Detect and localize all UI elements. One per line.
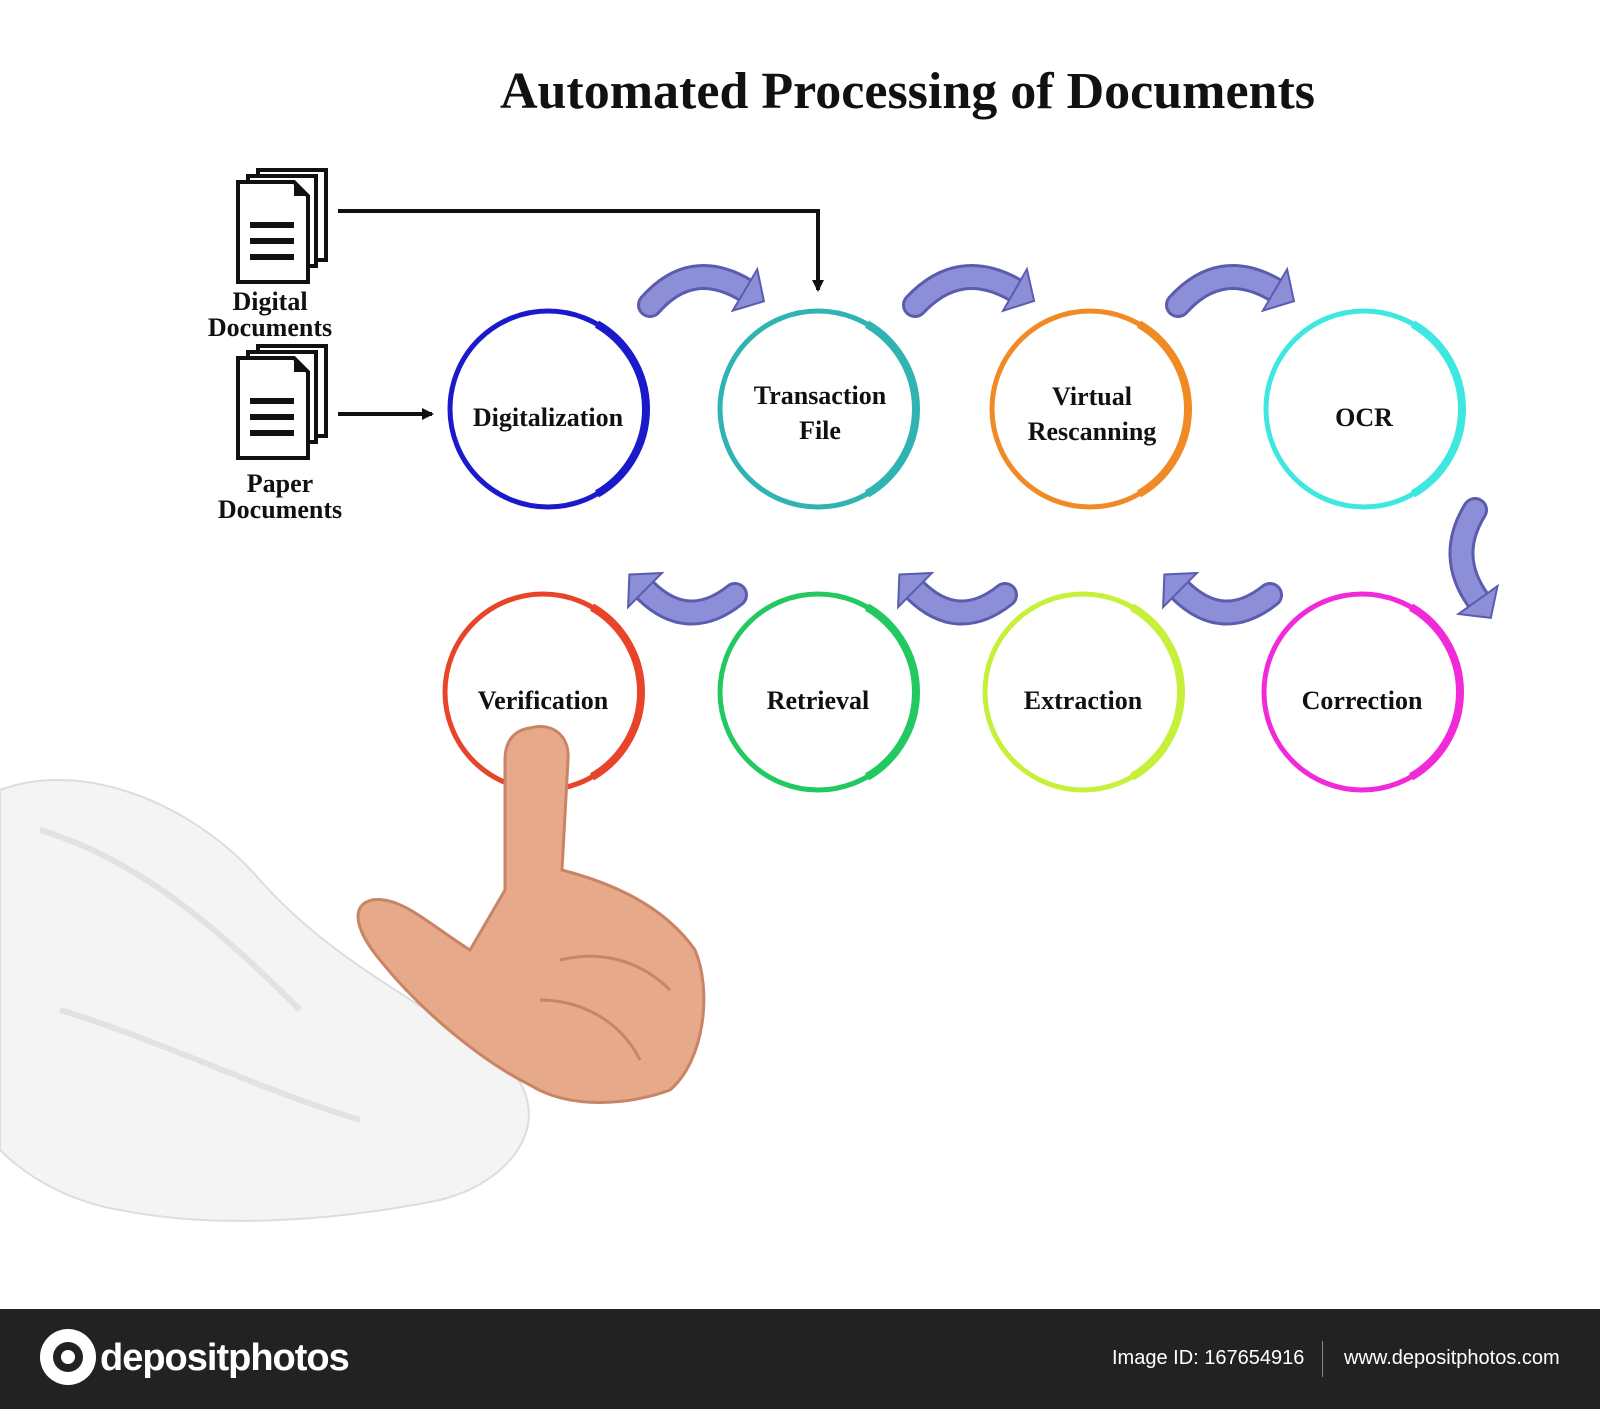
document-stack-icon — [236, 168, 328, 284]
site-url-text: www.depositphotos.com — [1344, 1347, 1560, 1369]
digital-to-transaction-arrow — [338, 209, 824, 292]
label-line: File — [799, 416, 841, 445]
brand-name: depositphotos — [100, 1337, 350, 1379]
flow-arrow-icon — [896, 571, 1018, 626]
step-label-virtual-rescanning: Virtual Rescanning — [992, 379, 1192, 449]
flow-arrow-icon — [637, 264, 766, 318]
flow-arrow-icon — [1161, 571, 1283, 626]
flow-arrow-icon — [626, 571, 748, 626]
step-label-ocr: OCR — [1264, 400, 1464, 435]
label-line: Virtual — [1052, 382, 1132, 411]
step-label-verification: Verification — [443, 683, 643, 718]
flow-arrow-icon — [1165, 264, 1296, 318]
label-line: Documents — [207, 313, 333, 342]
step-circle-accent-virtual-rescanning — [1136, 320, 1192, 498]
footer-divider — [1322, 1341, 1323, 1377]
step-label-retrieval: Retrieval — [718, 683, 918, 718]
camera-logo-icon — [40, 1329, 96, 1385]
step-circle-accent-retrieval — [864, 603, 920, 781]
step-label-extraction: Extraction — [983, 683, 1183, 718]
step-label-transaction-file: Transaction File — [720, 378, 920, 448]
image-id-text: Image ID: 167654916 — [1112, 1347, 1305, 1369]
flow-arrow-icon — [1448, 497, 1500, 619]
label-line: Digital — [232, 287, 308, 316]
step-circle-accent-verification — [589, 603, 645, 781]
label-line: OCR — [1335, 403, 1393, 432]
step-circle-accent-correction — [1408, 603, 1464, 781]
document-stack-icon — [236, 344, 328, 460]
label-line: Paper — [246, 469, 314, 498]
page-title: Automated Processing of Documents — [499, 63, 1316, 120]
watermark-footer-bar: depositphotos Image ID: 167654916 www.de… — [0, 1309, 1600, 1409]
digital-documents-label: Digital Documents — [195, 289, 345, 341]
step-circle-accent-transaction-file — [864, 320, 920, 498]
label-line: Rescanning — [1027, 417, 1157, 446]
step-circle-accent-digitalization — [594, 320, 650, 498]
step-circle-accent-ocr — [1410, 320, 1466, 498]
step-label-correction: Correction — [1262, 683, 1462, 718]
label-line: Digitalization — [472, 403, 624, 432]
flow-arrow-icon — [902, 264, 1036, 318]
label-line: Transaction — [753, 381, 887, 410]
label-line: Verification — [477, 686, 609, 715]
label-line: Extraction — [1023, 686, 1143, 715]
label-line: Retrieval — [766, 686, 870, 715]
step-label-digitalization: Digitalization — [448, 400, 648, 435]
paper-documents-label: Paper Documents — [200, 471, 360, 523]
pointing-hand-illustration — [0, 725, 706, 1222]
step-circle-accent-extraction — [1129, 603, 1185, 781]
label-line: Documents — [217, 495, 343, 524]
label-line: Correction — [1301, 686, 1423, 715]
